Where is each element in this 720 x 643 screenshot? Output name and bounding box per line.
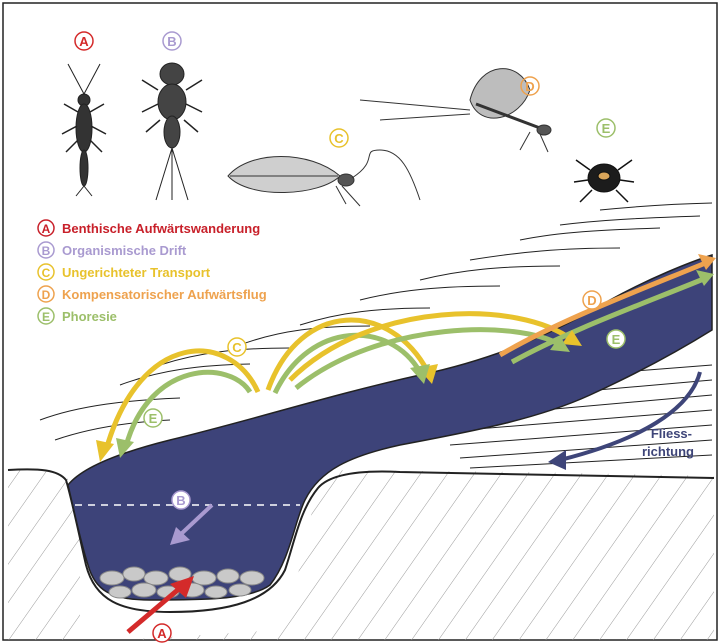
marker-arc-c: C (228, 338, 246, 356)
marker-insect-b: B (163, 32, 181, 50)
marker-flight-d: D (583, 291, 601, 309)
marker-insect-b-letter: B (167, 34, 176, 49)
marker-insect-d-letter: D (525, 79, 534, 94)
marker-insect-e-letter: E (602, 121, 611, 136)
marker-insect-c: C (330, 129, 348, 147)
marker-arc-c-letter: C (232, 340, 242, 355)
marker-flight-d-letter: D (587, 293, 596, 308)
legend-label: Phoresie (62, 309, 117, 324)
legend-letter: E (42, 310, 50, 324)
marker-flight-e: E (607, 330, 625, 348)
legend-item: A Benthische Aufwärtswanderung (38, 220, 260, 236)
legend-label: Kompensatorischer Aufwärtsflug (62, 287, 267, 302)
legend-item: E Phoresie (38, 308, 117, 324)
legend-item: B Organismische Drift (38, 242, 187, 258)
marker-arc-e: E (144, 409, 162, 427)
legend-letter: A (42, 222, 51, 236)
insect-b-illustration (142, 63, 202, 200)
marker-benthic-a-letter: A (157, 626, 167, 641)
legend-label: Ungerichteter Transport (62, 265, 211, 280)
insect-a-illustration (62, 64, 106, 196)
marker-insect-a: A (75, 32, 93, 50)
marker-benthic-a: A (153, 624, 171, 642)
legend-label: Organismische Drift (62, 243, 187, 258)
legend-item: C Ungerichteter Transport (38, 264, 211, 280)
marker-drift-b-letter: B (176, 493, 185, 508)
legend-letter: B (42, 244, 51, 258)
legend-letter: D (42, 288, 51, 302)
marker-insect-c-letter: C (334, 131, 344, 146)
marker-flight-e-letter: E (612, 332, 621, 347)
insect-c-illustration (228, 150, 420, 206)
legend-letter: C (42, 266, 51, 280)
marker-drift-b: B (172, 491, 190, 509)
flow-label-line2: richtung (642, 444, 694, 459)
marker-insect-a-letter: A (79, 34, 89, 49)
legend-item: D Kompensatorischer Aufwärtsflug (38, 286, 267, 302)
flow-label-line1: Fliess- (651, 426, 692, 441)
legend-label: Benthische Aufwärtswanderung (62, 221, 260, 236)
insect-e-illustration (574, 160, 634, 202)
marker-arc-e-letter: E (149, 411, 158, 426)
marker-insect-e: E (597, 119, 615, 137)
